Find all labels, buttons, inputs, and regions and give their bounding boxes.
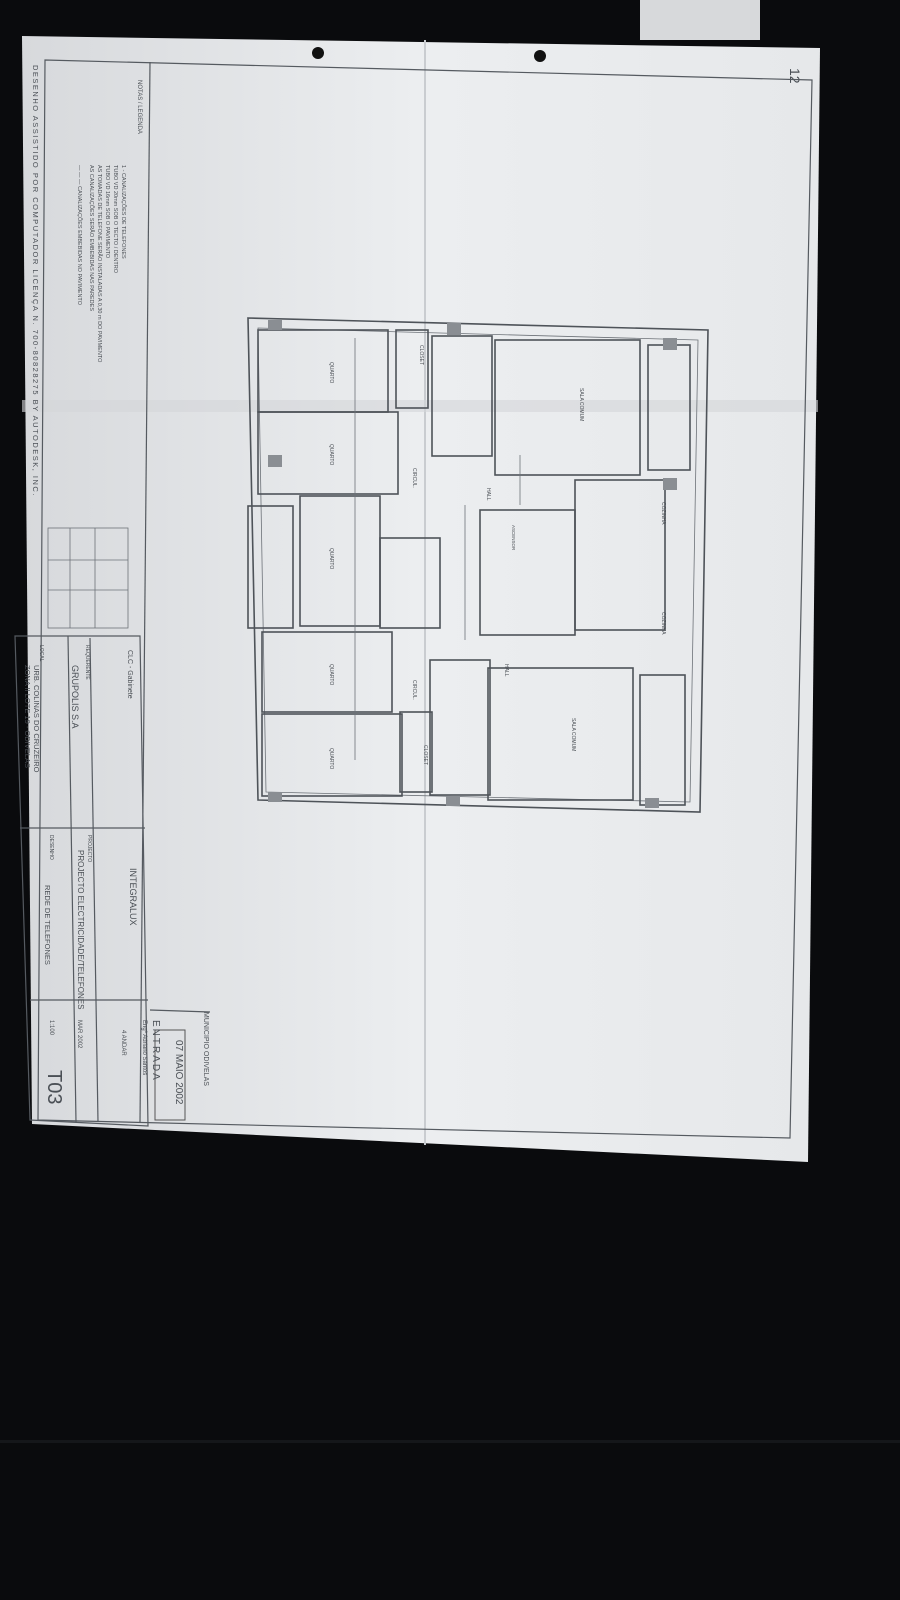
room-label: QUARTO (328, 444, 334, 465)
room-label: COZINHA (660, 502, 666, 525)
drawing-label: DESENHO (48, 835, 54, 860)
note-line: TUBO VD 20mm SOB O TECTO / DENTRO (112, 165, 118, 274)
room-label: CIRCUL. (411, 680, 417, 700)
title-block: REQUERENTE GRUPOLIS S.A LOCAL URB. COLIN… (14, 635, 211, 1127)
notes-section: NOTAS / LEGENDA 1 - CANALIZAÇÕES DE TELE… (31, 65, 142, 629)
note-line: — — — CANALIZAÇÕES EMBEBIDAS NO PAVIMENT… (76, 165, 83, 306)
room-label: COZINHA (660, 612, 666, 635)
reception-stamp: MUNICIPIO ODIVELAS 07 MAIO 2002 ENTRADA (150, 1012, 209, 1121)
note-line: AS TOMADAS DE TELEFONE SERÃO INSTALADAS … (96, 165, 103, 363)
engineer-name: Engº Adriano Santos (141, 1020, 148, 1075)
note-line: TUBO VD 16mm SOB O PAVIMENTO (104, 165, 110, 259)
background-object (640, 0, 760, 40)
room-label: QUARTO (328, 664, 334, 685)
site-label: LOCAL (38, 645, 44, 662)
room-label: CLOSET (418, 345, 424, 365)
sheet-code: T03 (43, 1070, 65, 1104)
firm-logo-text: INTEGRALUX (128, 868, 138, 926)
notes-divider (139, 61, 151, 1123)
floor-value: 4 ANDAR (120, 1030, 126, 1056)
architect-name: CLC - Gabinete (126, 650, 133, 699)
owner-label: REQUERENTE (84, 645, 90, 680)
floor-plan: QUARTO QUARTO QUARTO QUARTO QUARTO CLOSE… (247, 317, 709, 813)
room-label: HALL (485, 488, 491, 501)
room-label: SALA COMUM (570, 718, 576, 751)
cad-notice: DESENHO ASSISTIDO POR COMPUTADOR LICENÇA… (31, 65, 40, 497)
room-label: QUARTO (328, 748, 334, 769)
note-line: AS CANALIZAÇÕES SERÃO EMBEBIDAS NAS PARE… (88, 165, 95, 311)
owner-name: GRUPOLIS S.A (70, 665, 80, 729)
room-label: QUARTO (328, 548, 334, 569)
paper-sheet (22, 36, 820, 1162)
scale-value: 1:100 (48, 1020, 54, 1036)
room-label: SALA COMUM (578, 388, 584, 421)
room-label: ASCENSOR (511, 525, 516, 551)
site-line-2: ZONA II LOTE 19 - ODIVELAS (23, 665, 32, 768)
legend-table (47, 527, 129, 629)
stamp-date: 07 MAIO 2002 (173, 1040, 184, 1105)
project-title: PROJECTO ELECTRICIDADE/TELEFONES (76, 850, 85, 1009)
site-line-1: URB. COLINAS DO CRUZEIRO (32, 665, 41, 773)
drawing-frame (37, 59, 813, 1139)
notes-title: NOTAS / LEGENDA (136, 80, 142, 134)
room-label: HALL (503, 664, 509, 677)
room-label: CLOSET (422, 745, 428, 765)
table-edge (0, 1440, 900, 1443)
corner-mark: 12 (787, 68, 803, 84)
note-line: 1 - CANALIZAÇÕES DE TELEFONES (120, 165, 127, 259)
punch-hole (312, 47, 324, 59)
drawing-title: REDE DE TELEFONES (43, 885, 52, 965)
punch-hole (534, 50, 546, 62)
date-value: MAR 2002 (76, 1020, 82, 1049)
room-label: CIRCUL. (411, 468, 417, 488)
paper-fold (22, 400, 818, 412)
project-label: PROJECTO (86, 835, 92, 862)
stamp-word: ENTRADA (150, 1020, 161, 1082)
stamp-municipality: MUNICIPIO ODIVELAS (202, 1012, 209, 1086)
room-label: QUARTO (328, 362, 334, 383)
